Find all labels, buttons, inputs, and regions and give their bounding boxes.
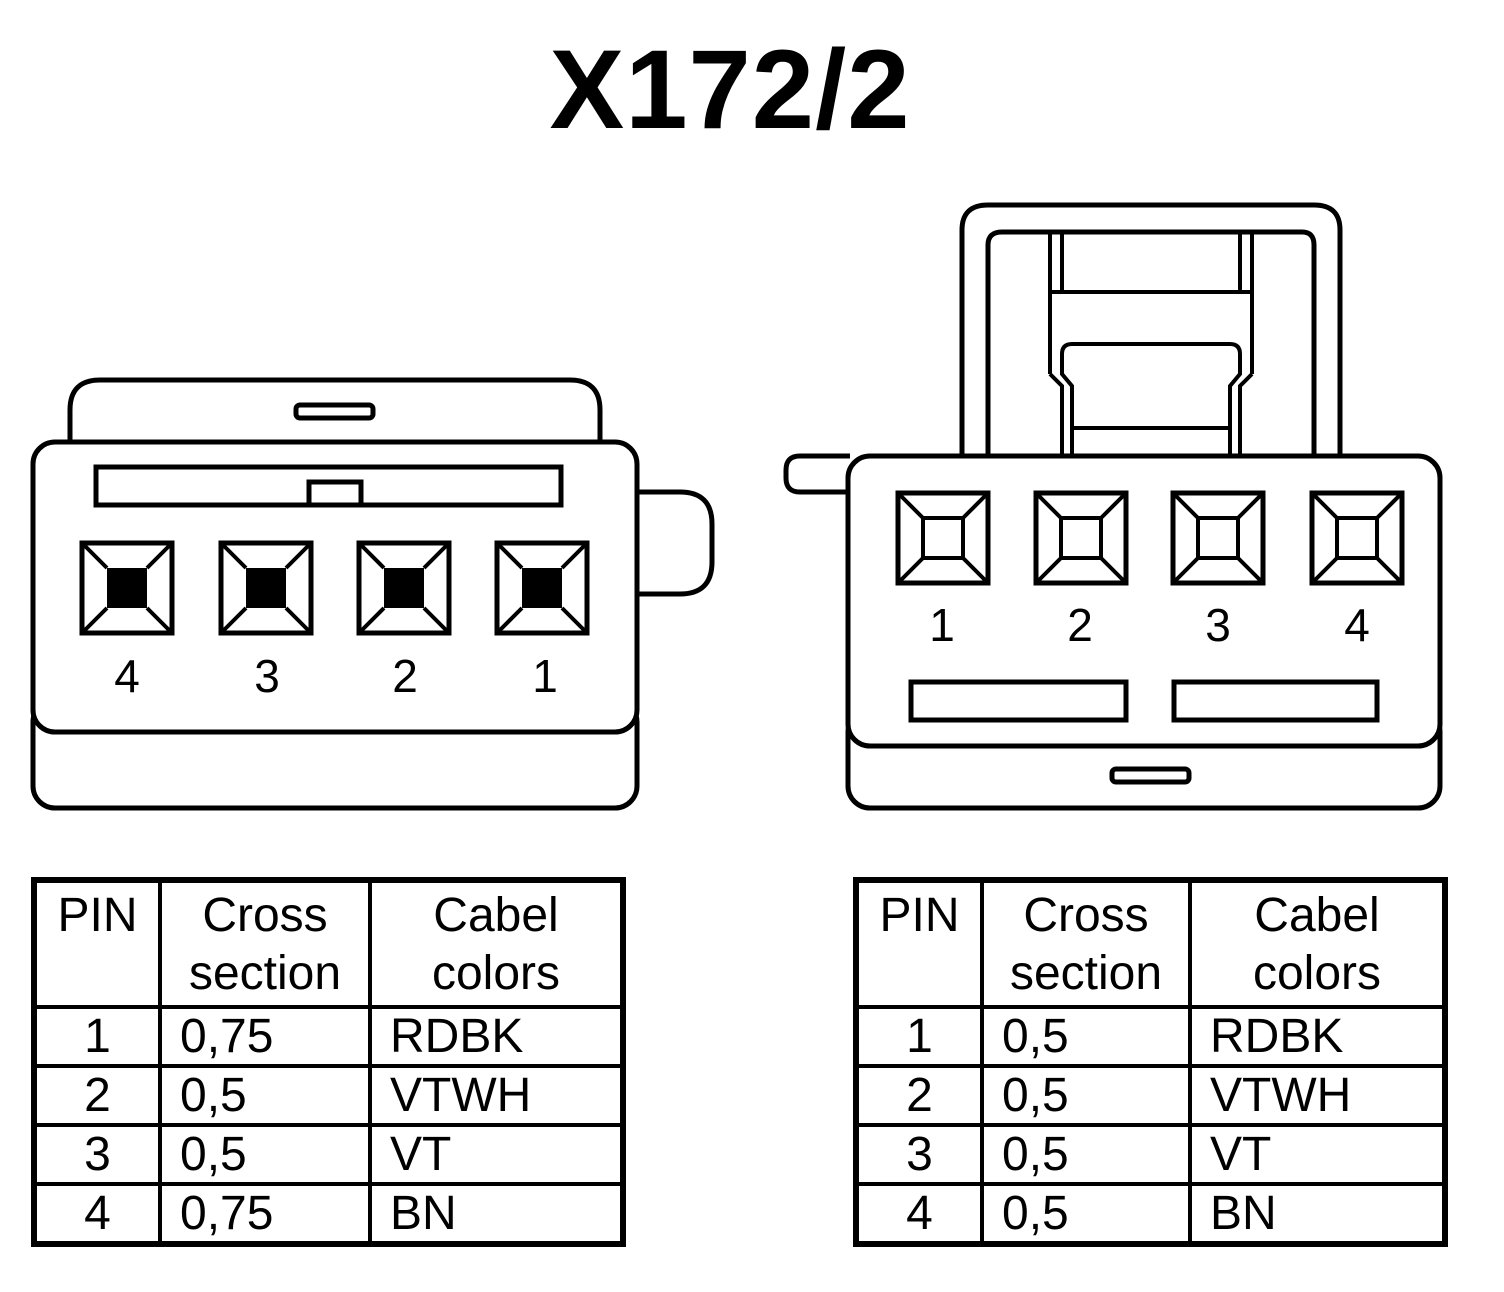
table-row: 3 0,5 VT (854, 1123, 1447, 1186)
left-pin-cavities (79, 540, 590, 636)
right-pin-cavity (1309, 490, 1405, 586)
left-pin-cavity (356, 540, 452, 636)
left-side-tab (634, 489, 715, 597)
right-pin-cavity (895, 490, 991, 586)
cell-cross-section: 0,5 (158, 1064, 372, 1127)
cell-cross-section: 0,5 (980, 1064, 1192, 1127)
cell-cable-color: RDBK (1188, 1005, 1447, 1068)
header-cable-colors: Cabel colors (368, 878, 625, 1009)
table-row: 1 0,5 RDBK (854, 1005, 1447, 1068)
cell-pin: 4 (854, 1182, 984, 1246)
cell-cable-color: VTWH (368, 1064, 625, 1127)
header-cross-section: Cross section (158, 878, 372, 1009)
cell-cable-color: VTWH (1188, 1064, 1447, 1127)
cell-cable-color: RDBK (368, 1005, 625, 1068)
left-pin-cavity (79, 540, 175, 636)
right-pin-label: 1 (929, 599, 955, 651)
connector-drawings: 4 3 2 1 1 2 3 4 (30, 202, 1443, 811)
header-pin: PIN (854, 878, 984, 1009)
right-base-slot (1109, 766, 1192, 785)
cell-cross-section: 0,5 (980, 1005, 1192, 1068)
right-pin-label: 2 (1067, 599, 1093, 651)
cell-pin: 1 (32, 1005, 162, 1068)
left-connector (30, 377, 715, 811)
header-cable-colors: Cabel colors (1188, 878, 1447, 1009)
table-row: 1 0,75 RDBK (32, 1005, 625, 1068)
left-top-bar-notch (306, 479, 364, 508)
right-connector (783, 202, 1443, 811)
table-row: 2 0,5 VTWH (854, 1064, 1447, 1127)
right-pin-label: 4 (1344, 599, 1370, 651)
right-slot-bar-2 (1171, 679, 1380, 723)
cell-cable-color: BN (368, 1182, 625, 1246)
cell-pin: 3 (854, 1123, 984, 1186)
cell-pin: 1 (854, 1005, 984, 1068)
left-latch-slot (293, 402, 376, 421)
right-pin-cavity (1033, 490, 1129, 586)
cell-cable-color: VT (1188, 1123, 1447, 1186)
table-header-row: PIN Cross section Cabel colors (854, 878, 1447, 1009)
cell-cross-section: 0,5 (980, 1182, 1192, 1246)
cell-pin: 2 (854, 1064, 984, 1127)
right-handle-strap (1048, 232, 1254, 458)
cell-cross-section: 0,75 (158, 1182, 372, 1246)
pinout-table-right: PIN Cross section Cabel colors 1 0,5 RDB… (853, 877, 1448, 1247)
cell-pin: 4 (32, 1182, 162, 1246)
table-row: 3 0,5 VT (32, 1123, 625, 1186)
left-pin-label: 4 (114, 650, 140, 702)
right-slot-bar-1 (908, 679, 1129, 723)
table-row: 4 0,75 BN (32, 1182, 625, 1246)
header-cross-section: Cross section (980, 878, 1192, 1009)
cell-cross-section: 0,5 (158, 1123, 372, 1186)
left-pin-label: 2 (392, 650, 418, 702)
cell-cable-color: VT (368, 1123, 625, 1186)
header-pin: PIN (32, 878, 162, 1009)
right-pin-labels: 1 2 3 4 (929, 599, 1370, 651)
left-pin-cavity (494, 540, 590, 636)
table-header-row: PIN Cross section Cabel colors (32, 878, 625, 1009)
left-pin-label: 3 (254, 650, 280, 702)
right-side-ledge (783, 453, 850, 495)
diagram-title: X172/2 (549, 27, 911, 152)
table-row: 2 0,5 VTWH (32, 1064, 625, 1127)
right-pin-label: 3 (1205, 599, 1231, 651)
right-pin-cavities (895, 490, 1405, 586)
left-pin-cavity (218, 540, 314, 636)
right-body (845, 453, 1443, 749)
left-pin-labels: 4 3 2 1 (114, 650, 558, 702)
right-pin-cavity (1170, 490, 1266, 586)
cell-cross-section: 0,75 (158, 1005, 372, 1068)
cell-cross-section: 0,5 (980, 1123, 1192, 1186)
left-pin-label: 1 (532, 650, 558, 702)
cell-cable-color: BN (1188, 1182, 1447, 1246)
table-row: 4 0,5 BN (854, 1182, 1447, 1246)
cell-pin: 2 (32, 1064, 162, 1127)
cell-pin: 3 (32, 1123, 162, 1186)
left-body (30, 439, 640, 735)
pinout-table-left: PIN Cross section Cabel colors 1 0,75 RD… (31, 877, 626, 1247)
